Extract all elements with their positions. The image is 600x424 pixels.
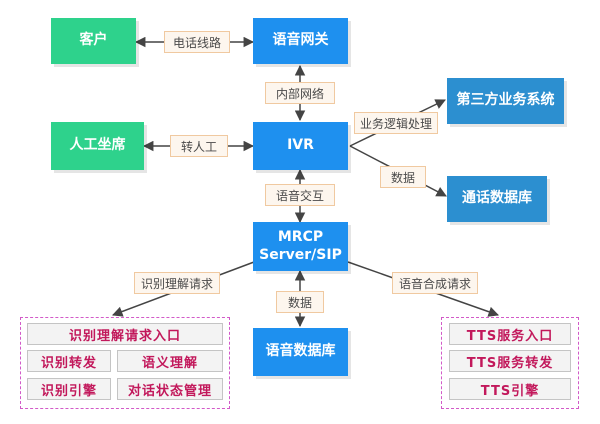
call-db-label: 通话数据库	[462, 190, 532, 207]
ivr-label: IVR	[287, 137, 314, 154]
edge-label-data-ivr-text: 数据	[390, 170, 415, 185]
call-db-node: 通话数据库	[447, 176, 547, 222]
edge-label-voice-interaction: 语音交互	[265, 184, 335, 206]
voice-gateway-node: 语音网关	[253, 18, 348, 64]
customer-node: 客户	[51, 18, 136, 64]
asr-dialog-state-item: 对话状态管理	[117, 378, 223, 400]
tts-group	[441, 317, 579, 409]
voice-db-label: 语音数据库	[265, 343, 336, 360]
mrcp-server-node: MRCP Server/SIP	[253, 222, 348, 271]
tts-entry-item: TTS服务入口	[449, 323, 571, 345]
human-agent-label: 人工坐席	[69, 137, 126, 154]
asr-forward-text: 识别转发	[40, 355, 97, 371]
tts-engine-text: TTS引擎	[480, 383, 540, 399]
edge-label-transfer: 转人工	[170, 135, 228, 157]
edge-label-data-ivr: 数据	[380, 166, 426, 188]
edge-label-phone-line: 电话线路	[164, 31, 230, 53]
third-party-label: 第三方业务系统	[456, 92, 555, 109]
edge-label-phone-line-text: 电话线路	[172, 35, 221, 50]
edge-label-data-mrcp-text: 数据	[287, 295, 312, 310]
voice-db-node: 语音数据库	[253, 328, 348, 376]
tts-engine-item: TTS引擎	[449, 378, 571, 400]
edge-label-voice-interaction-text: 语音交互	[275, 188, 324, 203]
edge-label-transfer-text: 转人工	[180, 139, 217, 154]
edge-label-business-logic-text: 业务逻辑处理	[359, 116, 432, 131]
asr-entry-text: 识别理解请求入口	[68, 328, 181, 344]
ivr-node: IVR	[253, 122, 348, 170]
tts-forward-text: TTS服务转发	[466, 355, 554, 371]
edge-label-recognition-request: 识别理解请求	[134, 272, 220, 294]
edge-label-synthesis-request: 语音合成请求	[392, 272, 478, 294]
asr-engine-item: 识别引擎	[27, 378, 111, 400]
edge-label-data-mrcp: 数据	[276, 291, 324, 313]
customer-label: 客户	[79, 32, 108, 49]
asr-semantic-item: 语义理解	[117, 350, 223, 372]
asr-semantic-text: 语义理解	[141, 355, 198, 371]
voice-gateway-label: 语音网关	[272, 32, 329, 49]
human-agent-node: 人工坐席	[51, 122, 144, 170]
edge-label-business-logic: 业务逻辑处理	[354, 112, 438, 134]
mrcp-label-line2: Server/SIP	[259, 246, 342, 263]
asr-engine-text: 识别引擎	[40, 383, 97, 399]
third-party-node: 第三方业务系统	[447, 78, 564, 124]
edge-label-internal-network: 内部网络	[265, 82, 335, 104]
edge-label-synthesis-request-text: 语音合成请求	[398, 276, 471, 291]
asr-entry-item: 识别理解请求入口	[27, 323, 223, 345]
tts-forward-item: TTS服务转发	[449, 350, 571, 372]
asr-forward-item: 识别转发	[27, 350, 111, 372]
asr-dialog-state-text: 对话状态管理	[127, 383, 212, 399]
asr-group	[20, 317, 230, 409]
edge-label-internal-network-text: 内部网络	[275, 86, 324, 101]
mrcp-label-line1: MRCP	[277, 229, 324, 245]
edge-label-recognition-request-text: 识别理解请求	[140, 276, 213, 291]
tts-entry-text: TTS服务入口	[466, 328, 554, 344]
